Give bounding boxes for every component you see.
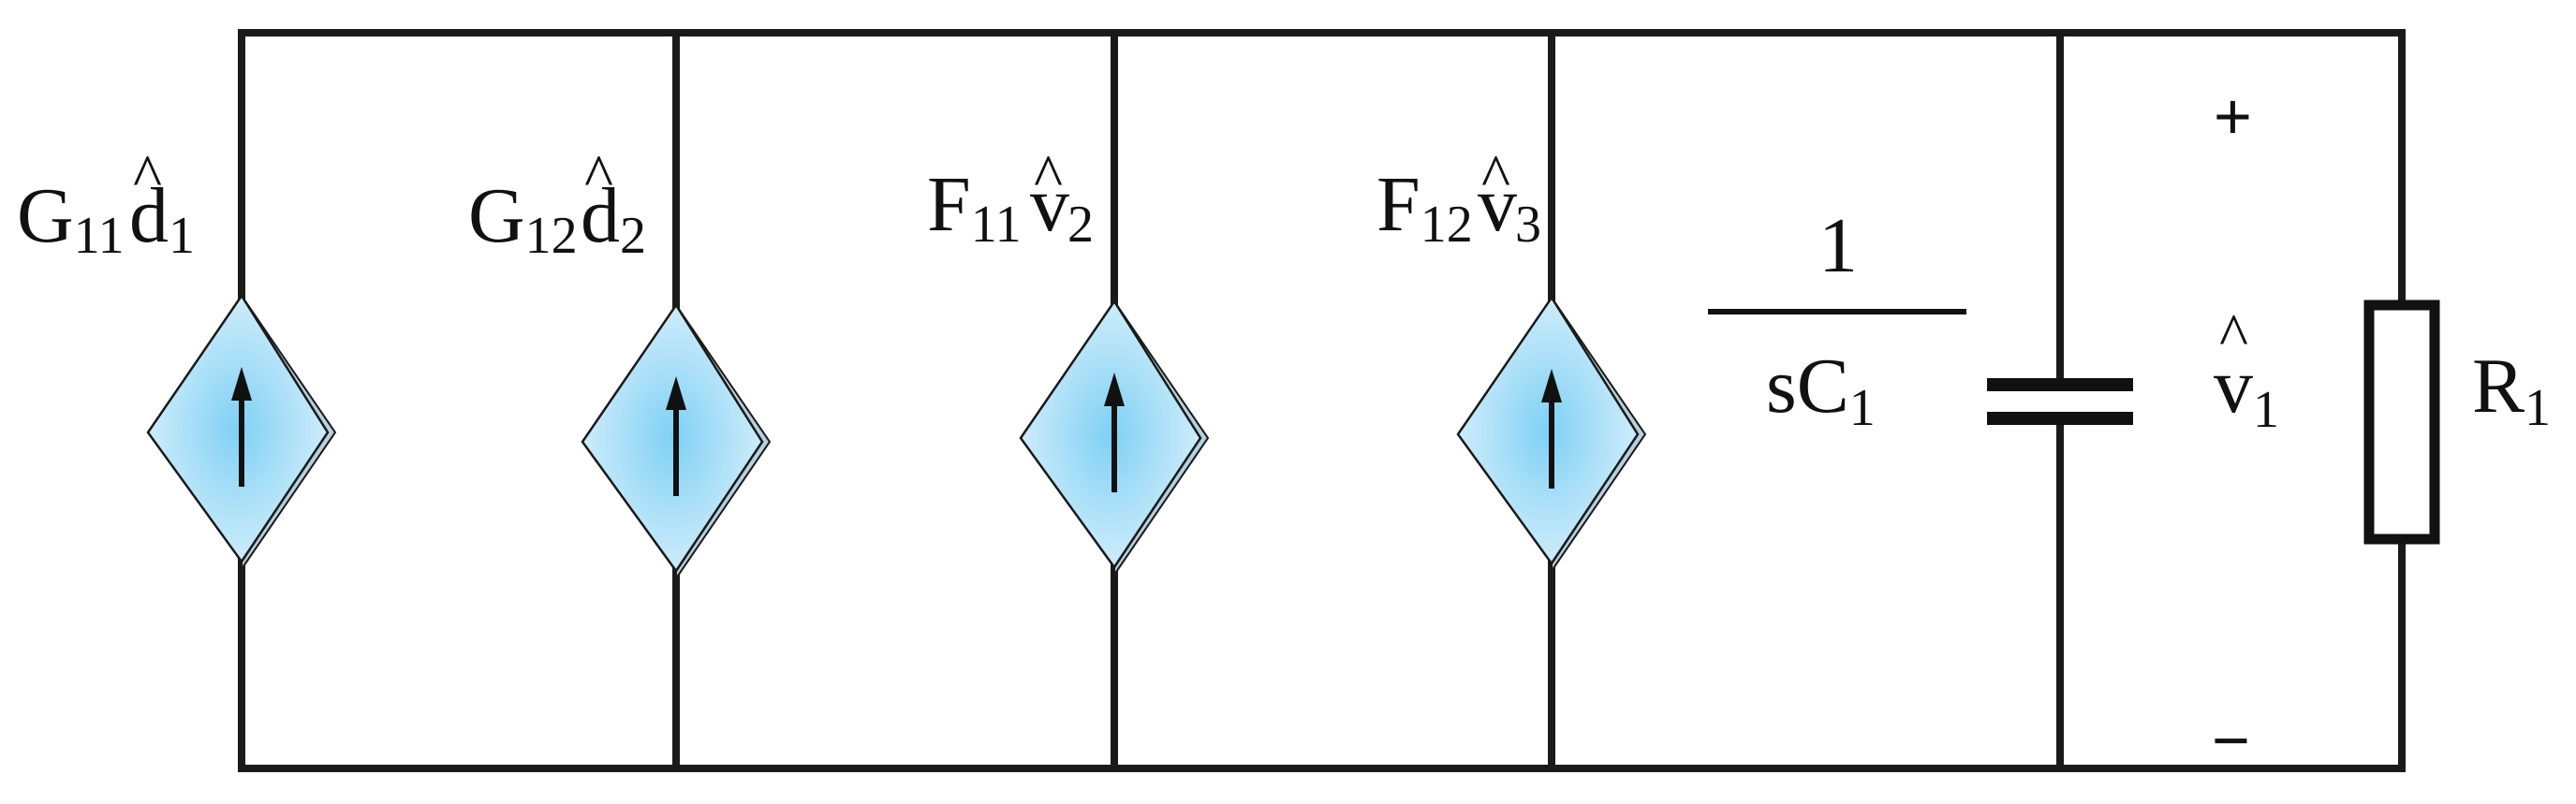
source-4-label: F12 v ^ 3 [1376,142,1541,254]
source-2-label-main: G [468,172,525,259]
source-2-label: G12 d ^ 2 [468,142,646,265]
source-4-hat: ^ [1481,142,1510,211]
source-3-arrow-head [1104,373,1125,406]
source-4-label-sub: 12 [1420,196,1473,254]
resistor-r1 [2363,300,2440,545]
source-3-label-main: F [927,161,971,248]
source-1-var-sub: 1 [169,207,195,265]
source-1-var: d [129,172,169,259]
voltage-minus-sign: − [2212,704,2250,777]
source-1-hat: ^ [133,142,162,211]
voltage-hat: ^ [2219,301,2248,370]
voltage-v1-label: + ^ v 1 − [2212,80,2279,777]
source-3-var-sub: 2 [1067,196,1094,254]
svg-text:F11: F11 [927,161,1022,254]
source-2-arrow-head [666,376,686,410]
source-branch-1 [146,29,337,772]
capacitor [1987,378,2133,425]
resistor-label-main: R [2472,343,2524,430]
svg-text:sC1: sC1 [1766,343,1876,437]
source-2-var: d [581,172,620,259]
svg-text:F12: F12 [1376,161,1473,254]
source-3-label-sub: 11 [971,196,1022,254]
source-1-arrow-head [231,367,252,401]
source-4-var: v [1478,161,1517,248]
source-4-label-main: F [1376,161,1420,248]
source-2-var-sub: 2 [620,207,646,265]
voltage-var-sub: 1 [2253,381,2279,439]
source-branch-4 [1456,29,1647,772]
source-2-hat: ^ [584,142,613,211]
svg-text:G12: G12 [468,172,578,265]
resistor-label-sub: 1 [2524,379,2551,437]
source-1-label: G11 d ^ 1 [17,142,195,265]
dependent-current-source-1 [146,293,330,564]
svg-text:R1: R1 [2472,343,2551,437]
dependent-current-source-4 [1456,295,1640,566]
source-1-label-sub: 11 [74,207,125,265]
source-3-label: F11 v ^ 2 [927,142,1094,254]
capacitor-denominator-sub: 1 [1849,379,1876,437]
voltage-plus-sign: + [2214,80,2252,153]
capacitor-denominator-main: sC [1766,343,1849,430]
capacitor-plate-bottom [1987,412,2133,425]
capacitor-impedance-label: 1 sC1 [1708,202,1966,437]
voltage-var: v [2214,343,2253,430]
dependent-current-source-2 [581,302,764,574]
dependent-current-source-3 [1019,299,1202,570]
source-4-var-sub: 3 [1515,196,1541,254]
source-branch-3 [1019,29,1210,772]
source-branch-2 [581,29,772,772]
capacitor-numerator: 1 [1818,202,1858,289]
svg-text:G11: G11 [17,172,125,265]
capacitor-plate-top [1987,378,2133,391]
source-2-label-sub: 12 [525,207,578,265]
source-1-label-main: G [17,172,74,259]
source-3-var: v [1030,161,1069,248]
source-3-hat: ^ [1034,142,1063,211]
source-4-arrow-head [1541,369,1562,402]
